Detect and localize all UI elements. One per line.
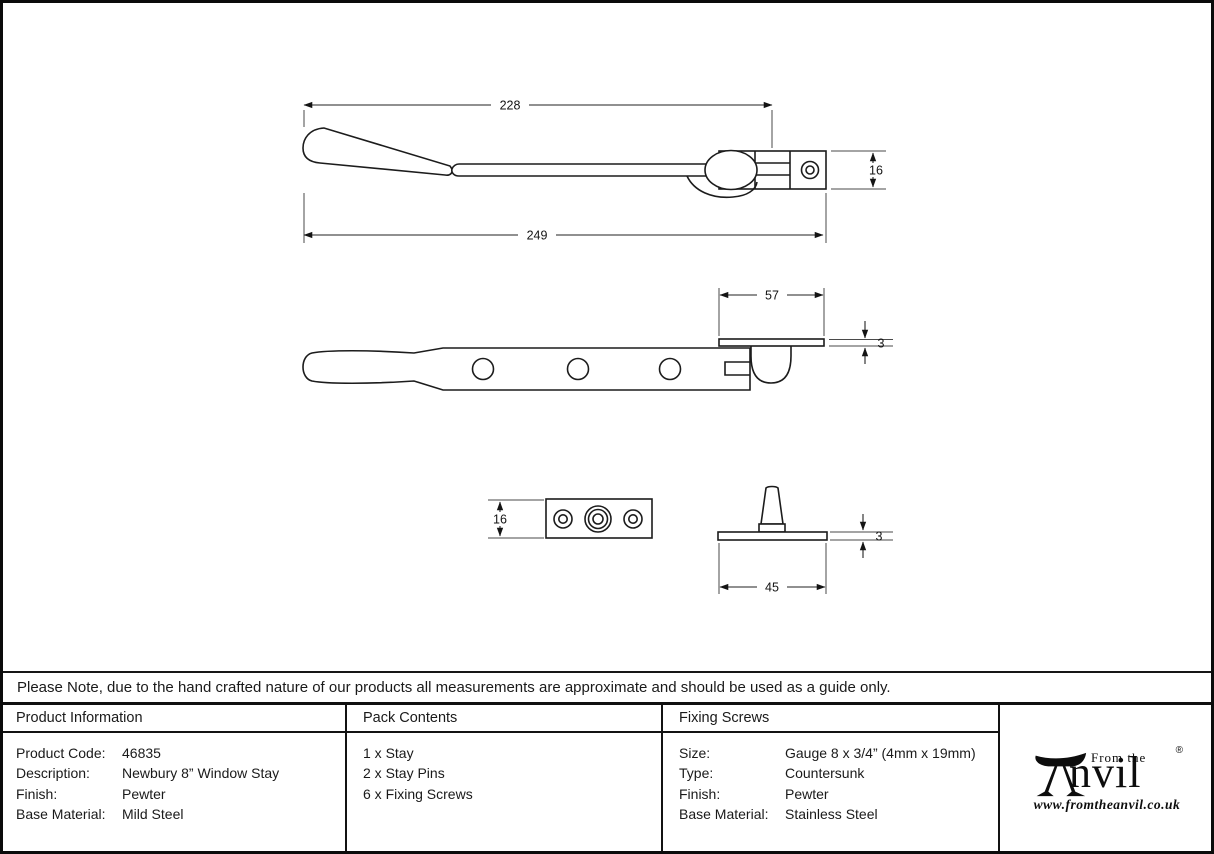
- spec-table: Product Information Product Code: 46835 …: [0, 705, 1214, 854]
- row-label: Base Material:: [679, 806, 769, 823]
- fixing-screws-header: Fixing Screws: [663, 705, 998, 733]
- dim-label-57: 57: [765, 289, 779, 303]
- measurement-note-row: Please Note, due to the hand crafted nat…: [0, 671, 1214, 705]
- row-value: Mild Steel: [122, 806, 184, 823]
- registered-trademark-symbol: ®: [1175, 744, 1183, 756]
- stay-top-view: 57 3: [302, 288, 893, 391]
- table-row: Base Material: Mild Steel: [16, 804, 345, 824]
- dim-label-16-end: 16: [869, 164, 883, 178]
- pack-item: 2 x Stay Pins: [363, 765, 445, 782]
- row-label: Product Code:: [16, 745, 106, 761]
- dim-label-3-pin: 3: [876, 530, 883, 544]
- brand-logo-cell: nvil From the ® www.fromtheanvil.co.uk: [1000, 705, 1214, 854]
- row-label: Finish:: [679, 785, 721, 802]
- row-label: Base Material:: [16, 806, 106, 823]
- product-information-column: Product Information Product Code: 46835 …: [0, 705, 347, 854]
- table-row: Description: Newbury 8” Window Stay: [16, 763, 345, 783]
- anvil-wordmark: nvil: [1069, 747, 1142, 797]
- stay-side-view: 228 249 16: [302, 98, 886, 243]
- row-label: Finish:: [16, 785, 58, 802]
- from-the-anvil-logo: nvil From the ® www.fromtheanvil.co.uk: [1031, 744, 1183, 813]
- row-label: Description:: [16, 765, 90, 782]
- table-row: Finish: Pewter: [679, 784, 998, 804]
- pack-item: 1 x Stay: [363, 745, 414, 761]
- table-row: Type: Countersunk: [679, 763, 998, 783]
- website-text: www.fromtheanvil.co.uk: [1033, 796, 1181, 812]
- row-value: Pewter: [785, 785, 829, 802]
- row-value: Newbury 8” Window Stay: [122, 765, 280, 782]
- table-row: Finish: Pewter: [16, 784, 345, 804]
- row-label: Size:: [679, 745, 711, 761]
- anvil-icon: [1035, 752, 1087, 796]
- dim-label-249: 249: [527, 229, 548, 243]
- table-row: Base Material: Stainless Steel: [679, 804, 998, 824]
- dim-label-3-plate: 3: [878, 337, 885, 351]
- technical-drawing: 228 249 16: [302, 98, 893, 595]
- dim-label-45: 45: [765, 581, 779, 595]
- table-row: Size: Gauge 8 x 3/4” (4mm x 19mm): [679, 743, 998, 763]
- fixing-screws-column: Fixing Screws Size: Gauge 8 x 3/4” (4mm …: [663, 705, 1000, 854]
- stay-pin-view: 3 45: [717, 485, 893, 595]
- row-value: Stainless Steel: [785, 806, 878, 823]
- from-the-text: From the: [1091, 749, 1147, 765]
- pack-contents-column: Pack Contents 1 x Stay 2 x Stay Pins 6 x…: [347, 705, 663, 854]
- row-value: Pewter: [122, 785, 166, 802]
- table-row: Product Code: 46835: [16, 743, 345, 763]
- row-value: Gauge 8 x 3/4” (4mm x 19mm): [785, 745, 976, 761]
- row-label: Type:: [679, 765, 714, 782]
- dim-label-228: 228: [500, 99, 521, 113]
- product-information-header: Product Information: [0, 705, 345, 733]
- note-text: Please Note, due to the hand crafted nat…: [17, 679, 891, 696]
- dim-label-16-keep: 16: [493, 513, 507, 527]
- row-value: Countersunk: [785, 765, 865, 782]
- pack-item: 6 x Fixing Screws: [363, 785, 473, 802]
- pack-contents-header: Pack Contents: [347, 705, 661, 733]
- row-value: 46835: [122, 745, 161, 761]
- keep-plate-view: 16: [488, 498, 653, 539]
